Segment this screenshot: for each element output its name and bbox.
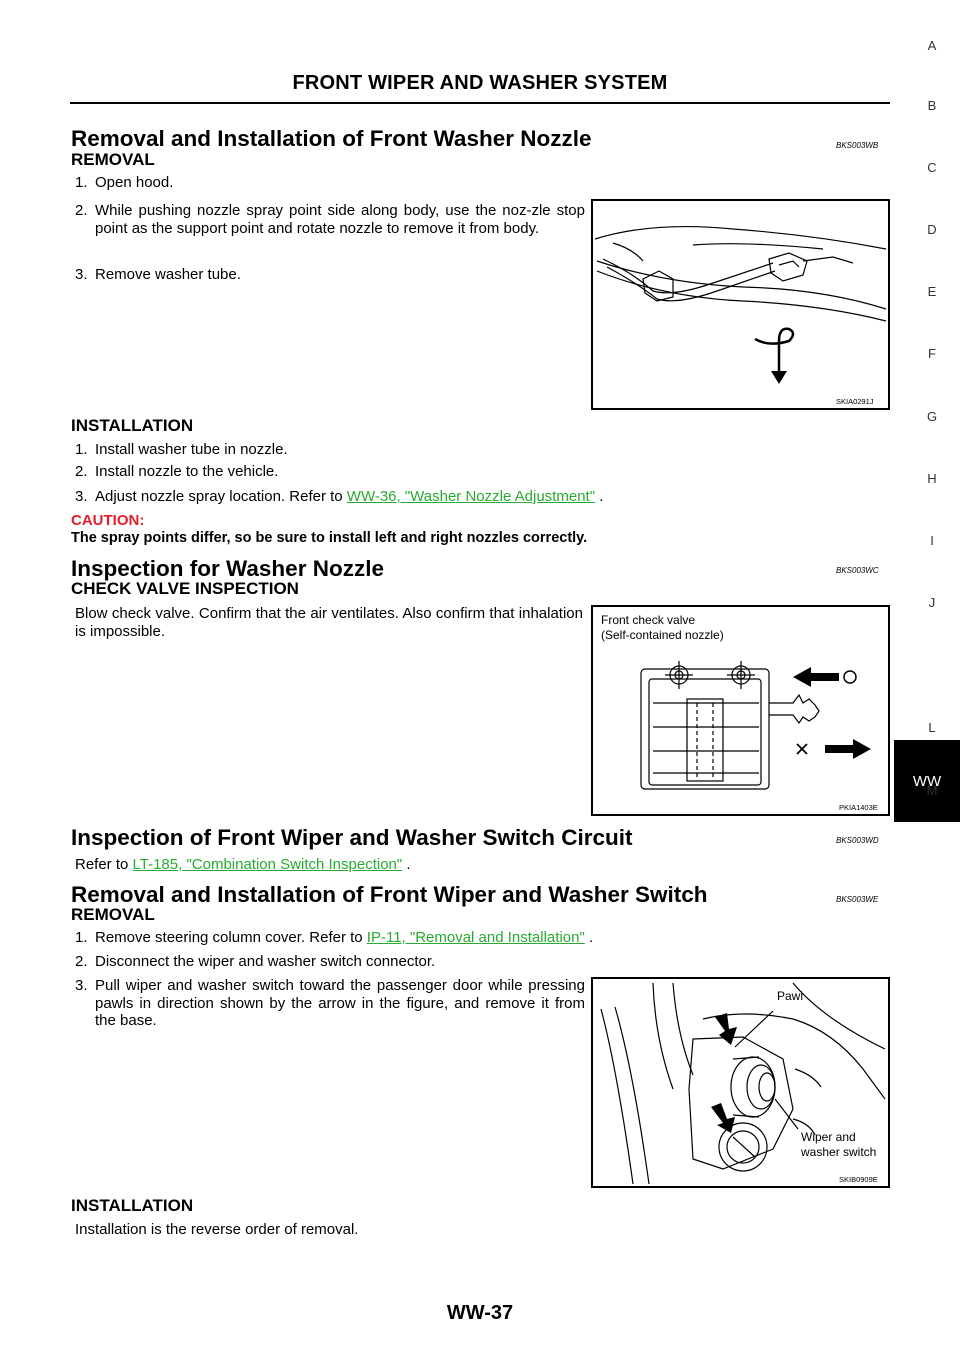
caution-text: The spray points differ, so be sure to i… (71, 530, 588, 546)
page-number: WW-37 (446, 1302, 514, 1324)
figure-id: SKIB0909E (839, 1175, 878, 1184)
section-code: BKS003WB (836, 141, 879, 150)
switch-removal-heading: REMOVAL (71, 905, 155, 924)
section-code: BKS003WC (836, 566, 879, 575)
figure-id: SKIA0291J (836, 397, 874, 406)
washer-nozzle-illustration: SKIA0291J (594, 225, 887, 406)
figure-id: PKIA1403E (839, 803, 878, 812)
pawl-arrow-upper-icon (715, 1013, 737, 1045)
figure-washer-nozzle: SKIA0291J (591, 199, 890, 410)
link-washer-nozzle-adjustment[interactable]: WW-36, "Washer Nozzle Adjustment" (346, 488, 596, 505)
side-index-h[interactable]: H (927, 471, 937, 486)
switch-installation-heading: INSTALLATION (71, 1196, 194, 1215)
section-title-washer-nozzle-removal: Removal and Installation of Front Washer… (71, 126, 592, 151)
step-text: Install nozzle to the vehicle. (95, 463, 279, 480)
figure-label-front-check-valve: Front check valve (601, 613, 696, 627)
side-index-d[interactable]: D (927, 222, 937, 237)
figure-label-washer-switch: washer switch (801, 1145, 877, 1159)
check-valve-text: Blow check valve. Confirm that the air v… (75, 605, 583, 640)
step-number: 2. (75, 953, 88, 970)
step-number: 1. (75, 929, 88, 946)
removal-heading: REMOVAL (71, 150, 155, 169)
step-number: 3. (75, 977, 88, 994)
arrow-right-icon (825, 739, 871, 759)
step-number: 3. (75, 266, 88, 283)
step-text-after: . (595, 488, 604, 505)
step-text-before: Adjust nozzle spray location. Refer to (95, 488, 347, 505)
step-text: Disconnect the wiper and washer switch c… (95, 953, 436, 970)
text-after: . (402, 856, 411, 873)
arrow-left-icon (793, 667, 839, 687)
step-text: Open hood. (95, 174, 174, 191)
step-text-before: Remove steering column cover. Refer to (95, 929, 367, 946)
cross-ng-icon (796, 743, 808, 755)
check-valve-illustration: PKIA1403E (640, 661, 878, 812)
step-number: 3. (75, 488, 88, 505)
side-index-m[interactable]: M (926, 783, 938, 798)
side-index-b[interactable]: B (927, 98, 937, 113)
link-combination-switch-inspection[interactable]: LT-185, "Combination Switch Inspection" (132, 856, 403, 873)
step-text: Remove steering column cover. Refer to I… (95, 929, 593, 947)
side-index-ww-tab[interactable]: WW (894, 740, 960, 822)
side-index-g[interactable]: G (926, 409, 938, 424)
link-removal-and-installation[interactable]: IP-11, "Removal and Installation" (366, 929, 585, 946)
step-text: While pushing nozzle spray point side al… (95, 202, 585, 237)
check-valve-heading: CHECK VALVE INSPECTION (71, 579, 299, 598)
step-text: Remove washer tube. (95, 266, 241, 283)
figure-label-pawl: Pawl (777, 989, 804, 1003)
side-index-j[interactable]: J (928, 595, 936, 610)
step-text-after: . (584, 929, 594, 946)
removal-step-2: 2. While pushing nozzle spray point side… (75, 202, 585, 256)
wiper-switch-illustration: SKIB0909E (600, 982, 886, 1185)
section-title-switch-removal: Removal and Installation of Front Wiper … (71, 882, 708, 907)
caution-label: CAUTION: (71, 512, 145, 529)
installation-heading: INSTALLATION (71, 416, 194, 435)
figure-check-valve: Front check valve (Self-contained nozzle… (591, 605, 890, 816)
step-number: 1. (75, 441, 88, 458)
switch-removal-step-3: 3. Pull wiper and washer switch toward t… (75, 977, 585, 1031)
header-rule (70, 102, 890, 104)
section-code: BKS003WE (836, 895, 879, 904)
step-text: Pull wiper and washer switch toward the … (95, 977, 585, 1029)
pawl-arrow-lower-icon (711, 1103, 735, 1133)
side-index-i[interactable]: I (930, 533, 934, 548)
step-number: 2. (75, 463, 88, 480)
switch-installation-text: Installation is the reverse order of rem… (75, 1221, 359, 1238)
section-title-switch-circuit: Inspection of Front Wiper and Washer Swi… (71, 825, 633, 850)
figure-label-self-contained: (Self-contained nozzle) (601, 628, 724, 642)
step-number: 1. (75, 174, 88, 191)
side-index-e[interactable]: E (927, 284, 937, 299)
side-index-c[interactable]: C (927, 160, 937, 175)
page-header-title: FRONT WIPER AND WASHER SYSTEM (292, 72, 668, 94)
arrow-down-icon (771, 371, 787, 384)
figure-wiper-switch: Pawl Wiper and washer switch SKIB090 (591, 977, 890, 1188)
switch-circuit-text: Refer to LT-185, "Combination Switch Ins… (75, 856, 411, 874)
side-index-a[interactable]: A (927, 38, 937, 53)
step-text: Install washer tube in nozzle. (95, 441, 288, 458)
step-number: 2. (75, 202, 88, 219)
side-index-f[interactable]: F (928, 346, 936, 361)
section-code: BKS003WD (836, 836, 879, 845)
step-text: Adjust nozzle spray location. Refer to W… (95, 488, 603, 506)
side-index-l[interactable]: L (928, 720, 936, 735)
text-before: Refer to (75, 856, 133, 873)
circle-ok-icon (843, 670, 857, 684)
section-title-inspection-washer-nozzle: Inspection for Washer Nozzle (71, 556, 384, 581)
